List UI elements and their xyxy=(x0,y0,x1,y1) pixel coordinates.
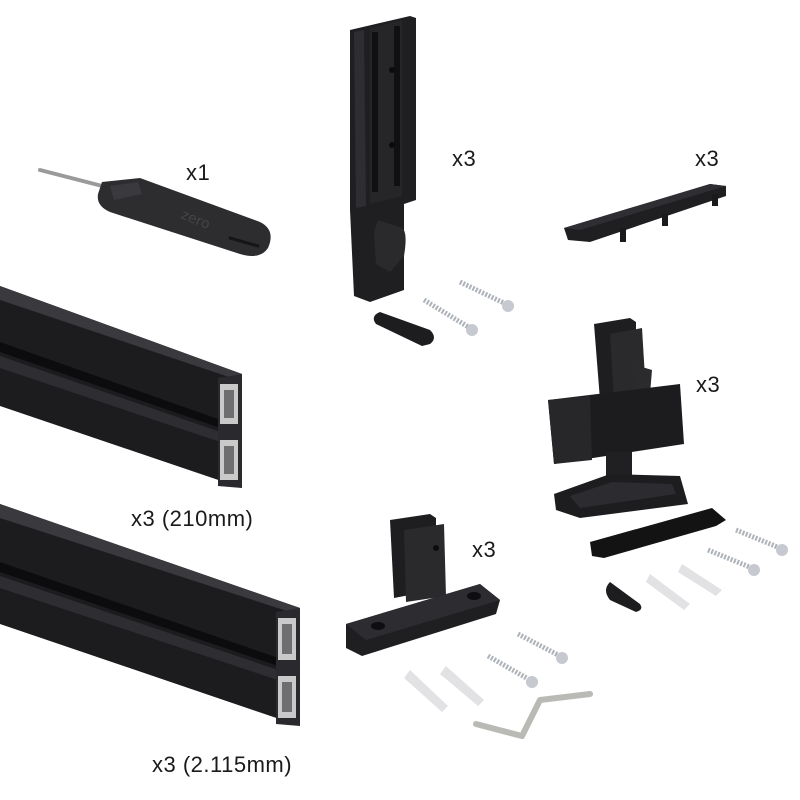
profile-short-quantity: x3 (210mm) xyxy=(131,506,254,531)
wall-bracket xyxy=(340,10,530,360)
screwdriver: zero xyxy=(30,160,290,270)
base-bracket xyxy=(340,510,600,750)
profile-long xyxy=(0,500,310,730)
profile-short xyxy=(0,280,250,500)
screw-icon xyxy=(422,297,478,336)
adjuster-quantity: x3 xyxy=(696,372,721,397)
hex-key-icon xyxy=(473,691,593,739)
base-bracket-quantity: x3 xyxy=(472,537,497,562)
end-cap xyxy=(560,180,740,260)
wall-bracket-quantity: x3 xyxy=(452,146,477,171)
screw-icon xyxy=(458,279,514,312)
screwdriver-quantity: x1 xyxy=(186,160,211,185)
profile-long-quantity: x3 (2.115mm) xyxy=(152,752,293,777)
floor-ceiling-adjuster xyxy=(540,314,800,614)
end-cap-quantity: x3 xyxy=(695,146,720,171)
